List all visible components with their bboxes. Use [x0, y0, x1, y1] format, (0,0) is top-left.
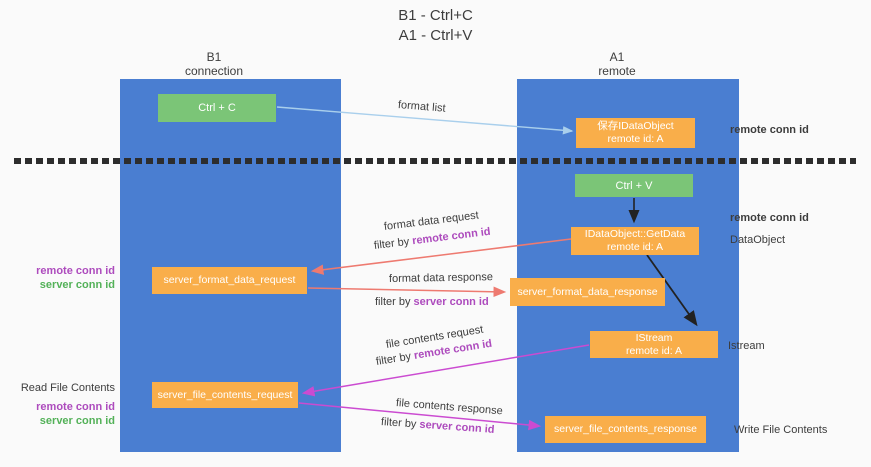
server-conn-id-text: server conn id: [419, 418, 495, 436]
filter-by-text: filter by: [373, 235, 413, 252]
lifeline-b1-name: B1: [206, 50, 222, 64]
box-istream: IStream remote id: A: [590, 331, 718, 358]
box-save-idataobject-line2: remote id: A: [607, 133, 664, 145]
lifeline-a1-role: remote: [598, 64, 636, 78]
lifeline-a1-name: A1: [609, 50, 625, 64]
box-server-file-contents-request: server_file_contents_request: [152, 382, 298, 408]
box-server-format-data-request-label: server_format_data_request: [163, 274, 296, 286]
label-dataobject: DataObject: [730, 234, 786, 246]
filter-by-text: filter by: [375, 350, 415, 368]
box-server-file-contents-request-label: server_file_contents_request: [157, 388, 293, 401]
right-remote-conn-id-1: remote conn id: [730, 124, 809, 136]
label-filter-by-server-2: filter by server conn id: [381, 416, 495, 436]
box-server-format-data-response-label: server_format_data_response: [517, 285, 658, 298]
title-line-1: B1 - Ctrl+C: [398, 7, 473, 24]
label-format-list: format list: [397, 99, 447, 115]
box-ctrl-v: Ctrl + V: [575, 174, 693, 197]
title-line-2: A1 - Ctrl+V: [398, 27, 473, 44]
left-remote-conn-id-1: remote conn id: [36, 265, 115, 277]
label-format-data-response: format data response: [388, 271, 494, 285]
left-conn-id-group-1: remote conn id server conn id: [8, 264, 115, 292]
box-server-format-data-request: server_format_data_request: [152, 267, 307, 294]
box-idataobject-getdata-line2: remote id: A: [606, 241, 664, 253]
label-istream: Istream: [728, 340, 765, 352]
box-istream-line2: remote id: A: [625, 344, 683, 357]
box-server-format-data-response: server_format_data_response: [510, 278, 665, 306]
box-ctrl-c: Ctrl + C: [158, 94, 276, 122]
lifeline-b1-header: B1 connection: [154, 50, 274, 78]
server-conn-id-text: server conn id: [413, 296, 489, 308]
phase-separator-dashed-line: [14, 158, 856, 164]
lifeline-b1-role: connection: [184, 64, 244, 78]
box-istream-line1: IStream: [635, 331, 673, 344]
box-server-file-contents-response: server_file_contents_response: [545, 416, 706, 443]
label-write-file-contents: Write File Contents: [734, 424, 828, 436]
box-ctrl-v-label: Ctrl + V: [615, 179, 653, 192]
filter-by-text: filter by: [375, 296, 414, 308]
box-save-idataobject: 保存IDataObject remote id: A: [576, 118, 695, 148]
remote-conn-id-text: remote conn id: [411, 225, 492, 248]
lifeline-a1-header: A1 remote: [557, 50, 677, 78]
box-server-file-contents-response-label: server_file_contents_response: [553, 423, 697, 435]
left-remote-conn-id-2: remote conn id: [36, 401, 115, 413]
diagram-title: B1 - Ctrl+C A1 - Ctrl+V: [0, 6, 871, 46]
left-conn-id-group-2: remote conn id server conn id: [8, 400, 115, 428]
left-server-conn-id-2: server conn id: [39, 415, 115, 427]
box-idataobject-getdata: IDataObject::GetData remote id: A: [571, 227, 699, 255]
filter-by-text: filter by: [380, 416, 420, 431]
box-idataobject-getdata-line1: IDataObject::GetData: [584, 228, 686, 240]
box-ctrl-c-label: Ctrl + C: [198, 102, 236, 114]
label-read-file-contents: Read File Contents: [20, 382, 115, 394]
left-server-conn-id-1: server conn id: [39, 279, 115, 291]
label-filter-by-server-1: filter by server conn id: [375, 296, 489, 308]
right-remote-conn-id-2: remote conn id: [730, 212, 809, 224]
label-file-contents-response: file contents response: [395, 397, 504, 418]
box-save-idataobject-line1: 保存IDataObject: [597, 120, 674, 132]
